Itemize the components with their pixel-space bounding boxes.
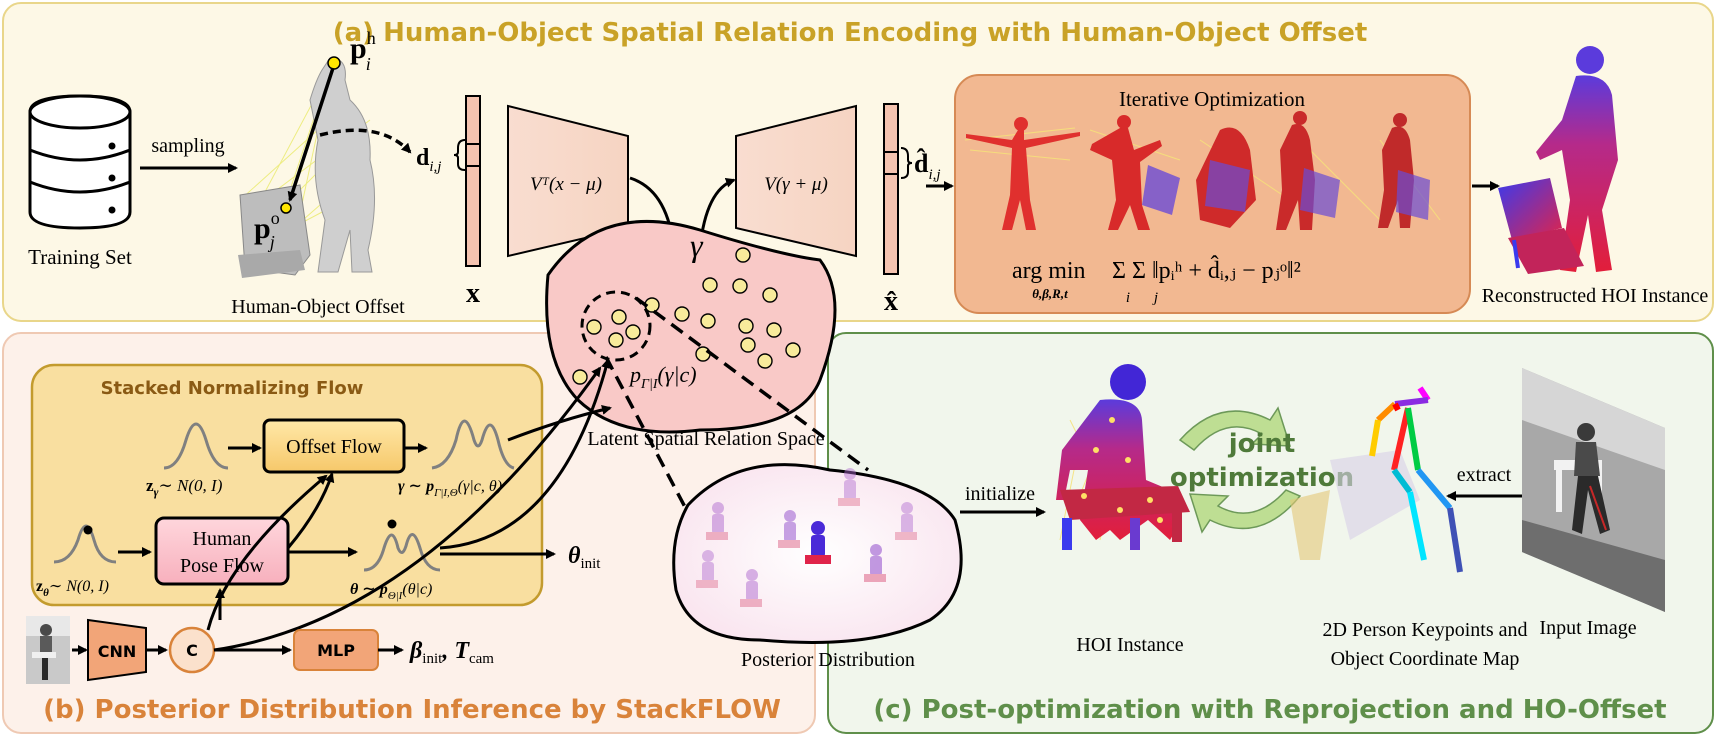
reconstructed-hoi-label: Reconstructed HOI Instance xyxy=(1482,285,1709,307)
reconstructed-hoi-figure xyxy=(1498,46,1618,274)
panel-c-title: (c) Post-optimization with Reprojection … xyxy=(873,695,1666,725)
x-label: x xyxy=(466,278,480,309)
decoder-block xyxy=(735,104,857,258)
local-region-points xyxy=(586,309,641,348)
initialize-label: initialize xyxy=(965,483,1035,505)
z-gamma-label: zγ∼ N(0, I) xyxy=(146,476,223,499)
pose-to-offset-arrow xyxy=(286,472,335,549)
x-hat-vector xyxy=(883,103,899,275)
theta-to-latent-arrow xyxy=(439,358,611,550)
input-thumbnail xyxy=(26,616,70,684)
object-point-marker xyxy=(280,202,292,214)
objective-expression: Σ Σ ‖pᵢʰ + d̂ᵢ,ⱼ − pⱼᵒ‖² xyxy=(1112,255,1301,284)
panel-a-title: (a) Human-Object Spatial Relation Encodi… xyxy=(333,18,1368,48)
panel-b-title: (b) Posterior Distribution Inference by … xyxy=(43,695,781,725)
prior-label: pΓ|I(γ|c) xyxy=(628,362,697,392)
d-ij-label: di,j xyxy=(416,145,441,175)
theta-init-label: θinit xyxy=(568,543,601,572)
human-pose-flow-label-1: Human xyxy=(193,528,252,550)
iterative-optimization-title: Iterative Optimization xyxy=(1119,87,1306,111)
gamma-label: γ xyxy=(690,227,704,263)
cycle-arrow-bottom xyxy=(1188,489,1302,534)
stacked-normalizing-flow-title: Stacked Normalizing Flow xyxy=(101,378,364,399)
human-point-marker xyxy=(327,56,341,70)
cnn-label: CNN xyxy=(98,642,137,661)
keypoints-figure xyxy=(1290,386,1463,573)
concat-to-latent-arrow xyxy=(213,366,602,652)
beta-tcam-label: βinit, Tcam xyxy=(409,638,494,667)
x-hat-brace xyxy=(900,147,913,179)
z-theta-label: zθ∼ N(0, I) xyxy=(36,578,109,599)
keypoints-label-2: Object Coordinate Map xyxy=(1331,648,1520,670)
ho-offset-label: Human-Object Offset xyxy=(231,296,405,318)
input-image-label: Input Image xyxy=(1539,617,1636,639)
input-image xyxy=(1522,368,1665,612)
x-brace xyxy=(453,139,466,171)
sum-i-index: i xyxy=(1126,290,1130,306)
posterior-dashed-line-1 xyxy=(634,296,870,472)
d-hat-label: d̂i,j xyxy=(914,149,941,183)
x-hat-vector-segment xyxy=(883,151,899,175)
x-hat-label: x̂ xyxy=(884,286,898,317)
x-vector-segment xyxy=(465,143,481,167)
posterior-samples xyxy=(696,468,917,607)
database-icon xyxy=(28,94,132,230)
mlp-label: MLP xyxy=(317,641,355,660)
training-set-label: Training Set xyxy=(28,245,132,269)
gamma-distribution-curve xyxy=(431,419,515,470)
cycle-arrow-top xyxy=(1178,406,1292,452)
offset-dashed-arrow xyxy=(319,128,412,154)
latent-space-label: Latent Spatial Relation Space xyxy=(587,428,824,450)
offset-flow-label: Offset Flow xyxy=(286,436,382,458)
offset-vector-arrow xyxy=(287,67,335,202)
z-theta-sample-dot xyxy=(83,525,93,535)
sampling-label: sampling xyxy=(151,135,224,157)
decoder-label: V(γ + μ) xyxy=(764,174,828,195)
hoi-instance-label: HOI Instance xyxy=(1076,634,1183,656)
hoi-instance-figure xyxy=(1056,364,1190,550)
theta-distribution-curve xyxy=(363,533,441,572)
argmin-subscript: θ,β,R,t xyxy=(1032,286,1068,301)
encoder-label: Vᵀ(x − μ) xyxy=(530,174,602,195)
local-region-circle xyxy=(580,290,652,362)
argmin-label: arg min xyxy=(1012,258,1086,284)
sum-j-index: j xyxy=(1152,290,1158,306)
cnn-block xyxy=(87,618,147,682)
theta-distribution-label: θ ∼ pΘ|I(θ|c) xyxy=(350,581,432,602)
posterior-distribution-label: Posterior Distribution xyxy=(741,649,915,671)
keypoints-label-1: 2D Person Keypoints and xyxy=(1323,619,1528,641)
optimization-label: optimization xyxy=(1170,463,1354,493)
concat-label: C xyxy=(186,641,198,660)
extract-label: extract xyxy=(1457,464,1512,486)
offset-flow-block xyxy=(262,418,406,474)
z-gamma-gaussian xyxy=(163,422,229,470)
gamma-distribution-label: γ ∼ pΓ|I,Θ(γ|c, θ) xyxy=(398,478,502,499)
x-vector xyxy=(465,95,481,267)
human-pose-flow-label-2: Pose Flow xyxy=(180,555,264,577)
joint-label: joint xyxy=(1228,429,1296,459)
concat-to-offset-arrow xyxy=(206,474,328,631)
optimization-stages xyxy=(964,111,1441,230)
theta-sample-dot xyxy=(387,519,397,529)
latent-sample-points xyxy=(572,247,801,385)
human-object-offset-figure xyxy=(238,57,375,278)
